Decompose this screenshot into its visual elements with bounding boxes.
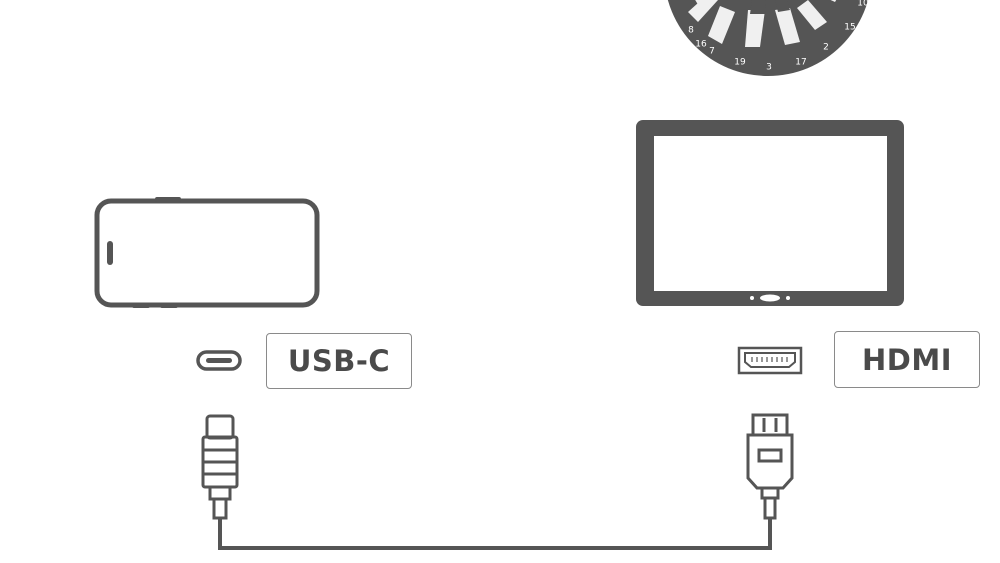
usb-c-plug-icon [201,414,239,520]
usb-c-port-icon [196,350,242,371]
dartboard-number: 2 [823,43,829,53]
dartboard-number: 15 [844,23,855,33]
dartboard-number: 17 [795,58,806,68]
dartboard-number: 16 [695,40,707,50]
dartboard-icon: 8 16 7 19 3 17 2 15 10 [667,0,869,76]
hdmi-label: HDMI [834,331,980,388]
usb-c-label: USB-C [266,333,412,389]
cable-line [218,518,772,550]
dartboard-number: 10 [857,0,869,9]
monitor-icon [636,120,904,306]
dartboard-number: 19 [734,58,746,68]
dartboard-number: 7 [709,47,715,57]
hdmi-plug-icon [746,413,794,520]
hdmi-port-icon [737,346,803,375]
dartboard-number: 3 [766,63,772,73]
dartboard-number: 8 [688,26,694,36]
smartphone-icon [94,197,320,308]
